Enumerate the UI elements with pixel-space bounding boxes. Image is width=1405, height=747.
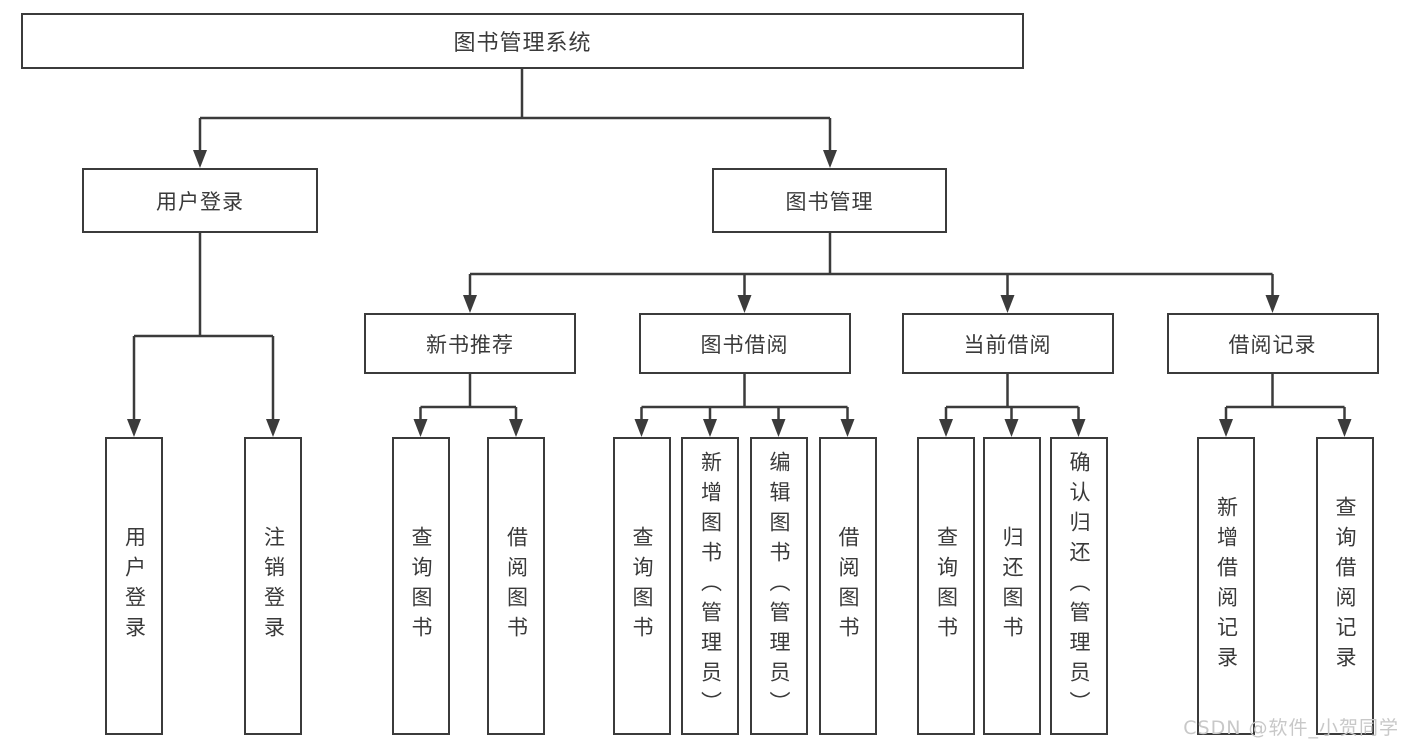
arrowhead-down-icon <box>1000 295 1015 313</box>
arrowhead-down-icon <box>634 419 649 437</box>
leaf-user-login: 用户登录 <box>105 437 163 735</box>
leaf-br-add-record: 新增借阅记录 <box>1197 437 1255 735</box>
arrowhead-down-icon <box>703 419 717 437</box>
node-borrow-records-label: 借阅记录 <box>1228 332 1317 357</box>
leaf-logout-label: 注销登录 <box>261 526 286 646</box>
leaf-br-query-record-label: 查询借阅记录 <box>1333 496 1357 676</box>
leaf-bb-add-books-admin: 新增图书（管理员） <box>681 437 739 735</box>
node-new-book-recommend: 新书推荐 <box>364 313 576 374</box>
arrowhead-down-icon <box>1071 419 1086 437</box>
leaf-bb-add-books-admin-label: 新增图书（管理员） <box>698 451 723 721</box>
leaf-cb-return-books: 归还图书 <box>982 437 1041 735</box>
csdn-watermark: CSDN @软件_小贺同学 <box>1183 717 1399 739</box>
arrowhead-down-icon <box>1265 295 1280 313</box>
leaf-user-login-label: 用户登录 <box>122 526 147 646</box>
node-new-book-recommend-label: 新书推荐 <box>426 332 514 357</box>
arrowhead-down-icon <box>193 150 207 168</box>
leaf-bb-query-books: 查询图书 <box>612 437 671 735</box>
node-user-login-label: 用户登录 <box>156 189 244 214</box>
node-book-borrow: 图书借阅 <box>638 313 851 374</box>
leaf-cb-confirm-return-admin: 确认归还（管理员） <box>1049 437 1108 735</box>
node-book-management: 图书管理 <box>712 168 947 233</box>
node-user-login: 用户登录 <box>82 168 318 233</box>
arrowhead-down-icon <box>509 419 523 437</box>
arrowhead-down-icon <box>1337 419 1352 437</box>
leaf-cb-confirm-return-admin-label: 确认归还（管理员） <box>1067 451 1091 721</box>
arrowhead-down-icon <box>266 419 280 437</box>
leaf-logout: 注销登录 <box>244 437 302 735</box>
node-root-label: 图书管理系统 <box>453 31 592 56</box>
arrowheads <box>127 150 1352 437</box>
leaf-bb-borrow-books-label: 借阅图书 <box>836 526 860 646</box>
arrowhead-down-icon <box>823 150 837 168</box>
node-current-borrow: 当前借阅 <box>901 313 1114 374</box>
arrowhead-down-icon <box>737 295 752 313</box>
arrowhead-down-icon <box>463 295 477 313</box>
arrowhead-down-icon <box>413 419 428 437</box>
leaf-bb-borrow-books: 借阅图书 <box>818 437 877 735</box>
leaf-bb-edit-books-admin-label: 编辑图书（管理员） <box>767 451 791 721</box>
node-book-management-label: 图书管理 <box>785 189 874 214</box>
node-book-borrow-label: 图书借阅 <box>700 332 789 357</box>
node-borrow-records: 借阅记录 <box>1166 313 1379 374</box>
leaf-nb-query-books-label: 查询图书 <box>409 526 433 646</box>
leaf-br-query-record: 查询借阅记录 <box>1315 437 1374 735</box>
leaf-bb-query-books-label: 查询图书 <box>630 526 654 646</box>
leaf-cb-return-books-label: 归还图书 <box>1000 526 1024 646</box>
arrowhead-down-icon <box>939 419 953 437</box>
arrowhead-down-icon <box>127 419 141 437</box>
leaf-cb-query-books: 查询图书 <box>917 437 975 735</box>
leaf-bb-edit-books-admin: 编辑图书（管理员） <box>749 437 808 735</box>
node-current-borrow-label: 当前借阅 <box>963 332 1052 357</box>
leaf-nb-borrow-books: 借阅图书 <box>487 437 545 735</box>
leaf-nb-query-books: 查询图书 <box>391 437 450 735</box>
arrowhead-down-icon <box>771 419 786 437</box>
node-root: 图书管理系统 <box>21 13 1024 69</box>
leaf-nb-borrow-books-label: 借阅图书 <box>504 526 529 646</box>
arrowhead-down-icon <box>1219 419 1233 437</box>
leaf-cb-query-books-label: 查询图书 <box>934 526 959 646</box>
connector-paths <box>132 69 1346 421</box>
leaf-br-add-record-label: 新增借阅记录 <box>1214 496 1239 676</box>
arrowhead-down-icon <box>1004 419 1019 437</box>
arrowhead-down-icon <box>840 419 855 437</box>
